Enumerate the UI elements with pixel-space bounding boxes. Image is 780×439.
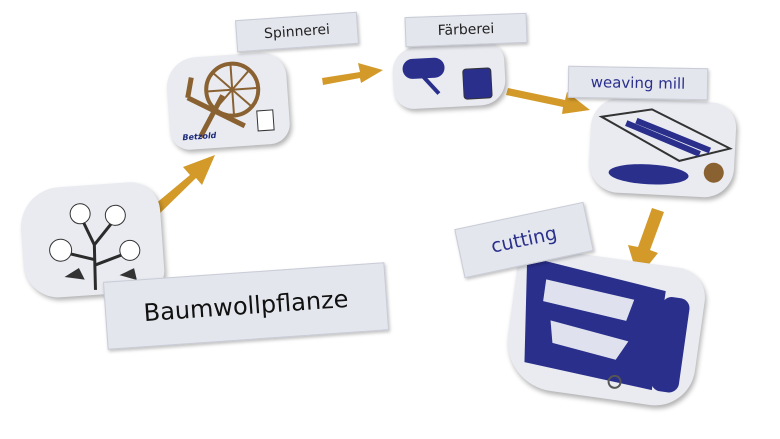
dyeing-label: Färberei [404, 12, 528, 48]
weaving-label: weaving mill [567, 65, 709, 101]
scissors-icon [607, 374, 622, 389]
cotton-plant-label-text: Baumwollpflanze [142, 284, 350, 328]
arrow-icon [322, 63, 383, 85]
spinning-wheel-icon [185, 61, 275, 139]
dye-roll-icon [402, 57, 493, 100]
cotton-plant-card [18, 180, 166, 300]
spinning-card: Betzold [164, 50, 292, 152]
weaving-label-text: weaving mill [590, 73, 686, 93]
weaving-card [587, 96, 738, 199]
cutting-label-text: cutting [489, 222, 559, 258]
fabric-pattern-icon [524, 256, 690, 393]
loom-icon [598, 108, 733, 185]
spinning-label-text: Spinnerei [263, 21, 331, 43]
cotton-plant-icon [49, 203, 141, 290]
dyeing-card [391, 42, 507, 110]
arrow-icon [628, 208, 664, 278]
cutting-card [501, 245, 709, 411]
arrow-icon [148, 155, 215, 218]
dyeing-label-text: Färberei [437, 21, 495, 39]
